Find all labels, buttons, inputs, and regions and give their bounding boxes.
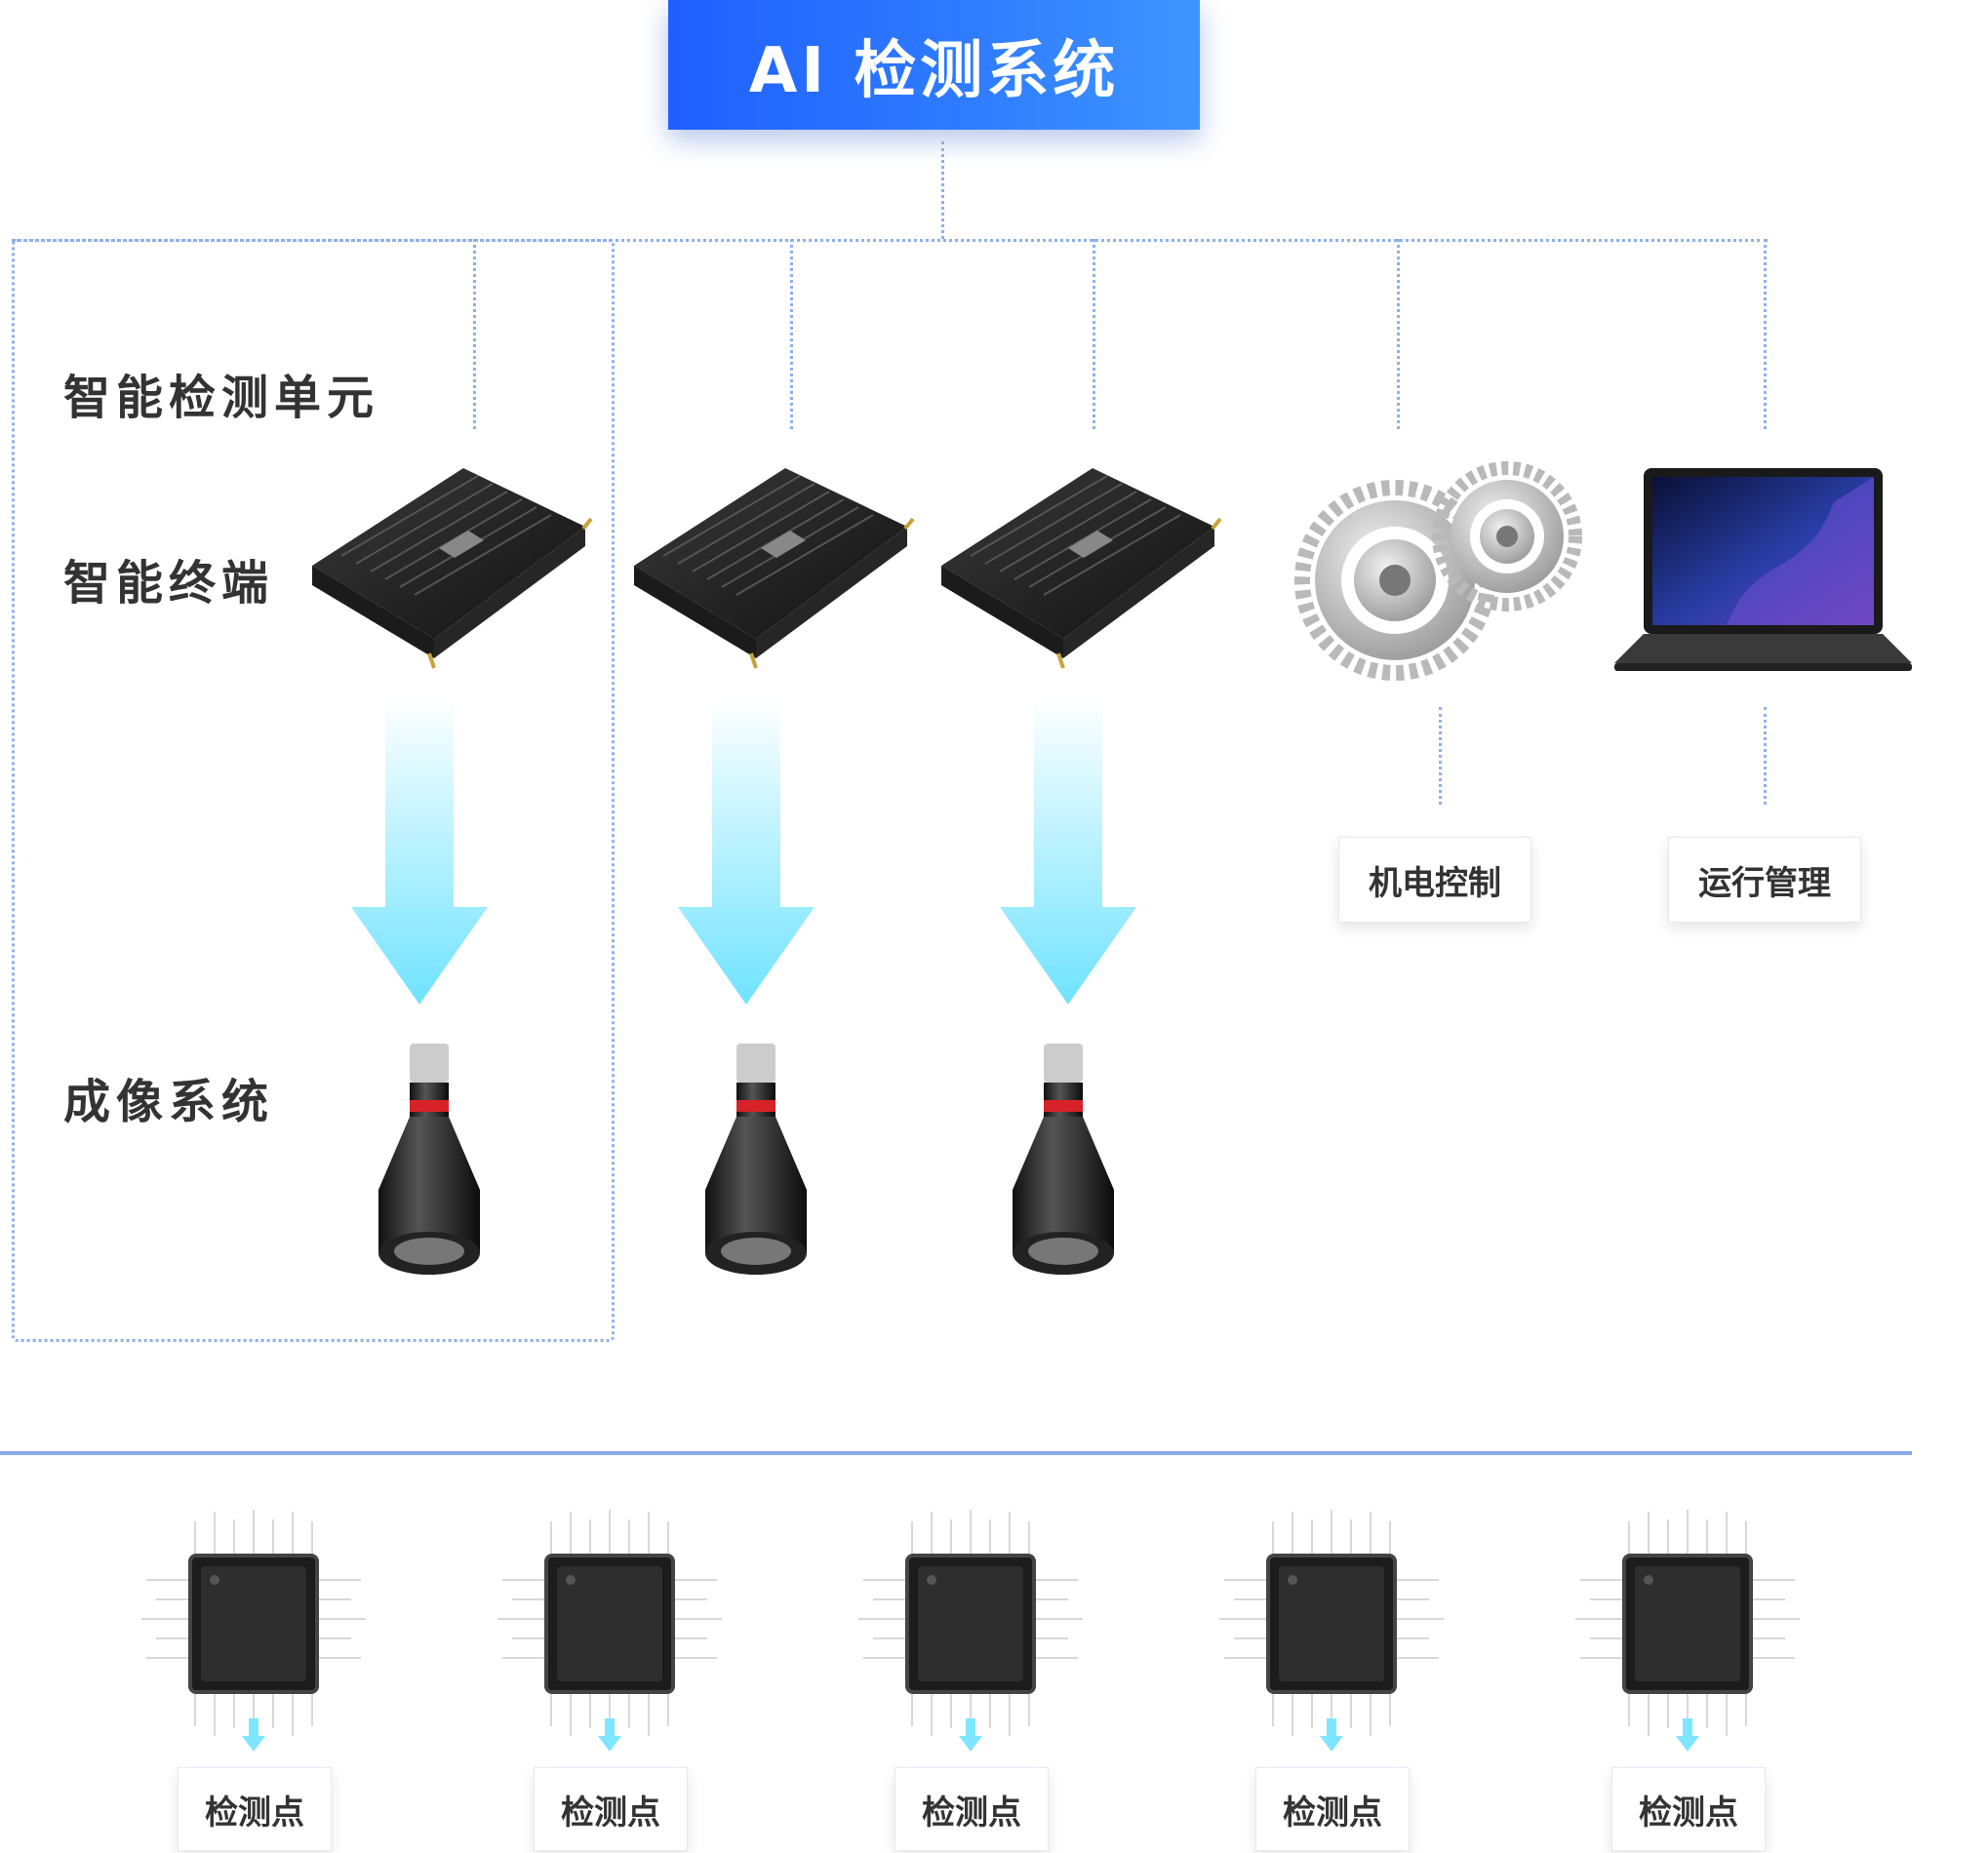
detection-unit-frame: [12, 239, 615, 1342]
downward-arrow-icon: [351, 697, 488, 1005]
checkpoint-group-5: 检测点: [1571, 1502, 1805, 1853]
electromech-connector: [1439, 707, 1442, 805]
checkpoint-group-1: 检测点: [137, 1502, 371, 1853]
checkpoint-tag: 检测点: [895, 1767, 1049, 1851]
connector-1: [473, 239, 476, 429]
edge-terminal-icon: [312, 468, 593, 669]
gears-icon: [1294, 461, 1582, 681]
unit-label: 智能检测单元: [63, 371, 380, 425]
small-down-arrow-icon: [959, 1718, 982, 1752]
checkpoint-group-2: 检测点: [493, 1502, 727, 1853]
checkpoint-group-3: 检测点: [854, 1502, 1088, 1853]
chip-icon: [497, 1510, 722, 1738]
small-down-arrow-icon: [242, 1718, 265, 1752]
connector-3: [1093, 239, 1095, 429]
terminal-row-label: 智能终端: [63, 556, 275, 611]
checkpoint-group-4: 检测点: [1214, 1502, 1449, 1853]
chip-icon: [858, 1510, 1083, 1738]
small-down-arrow-icon: [1676, 1718, 1699, 1752]
downward-arrow-icon: [678, 697, 815, 1005]
camera-lens-icon: [705, 1044, 807, 1275]
title-connector: [941, 141, 944, 239]
electromech-tag: 机电控制: [1338, 837, 1531, 923]
chip-icon: [1219, 1510, 1444, 1738]
small-down-arrow-icon: [1320, 1718, 1343, 1752]
separator-line: [0, 1451, 1912, 1455]
chip-icon: [141, 1510, 366, 1738]
operations-connector: [1764, 707, 1767, 805]
connector-4: [1397, 239, 1400, 429]
edge-terminal-icon: [634, 468, 915, 669]
small-down-arrow-icon: [598, 1718, 621, 1752]
checkpoint-tag: 检测点: [1611, 1767, 1766, 1851]
top-bus-line: [12, 239, 1768, 242]
camera-lens-icon: [378, 1044, 480, 1275]
imaging-row-label: 成像系统: [63, 1075, 275, 1129]
checkpoint-tag: 检测点: [1255, 1767, 1410, 1851]
system-title: AI 检测系统: [668, 0, 1200, 130]
downward-arrow-icon: [1000, 697, 1136, 1005]
chip-icon: [1575, 1510, 1800, 1738]
laptop-icon: [1614, 468, 1912, 671]
camera-lens-icon: [1013, 1044, 1114, 1275]
edge-terminal-icon: [941, 468, 1222, 669]
operations-tag: 运行管理: [1668, 837, 1861, 923]
checkpoint-tag: 检测点: [534, 1767, 688, 1851]
connector-5: [1764, 239, 1767, 429]
checkpoint-tag: 检测点: [178, 1767, 332, 1851]
connector-2: [790, 239, 793, 429]
